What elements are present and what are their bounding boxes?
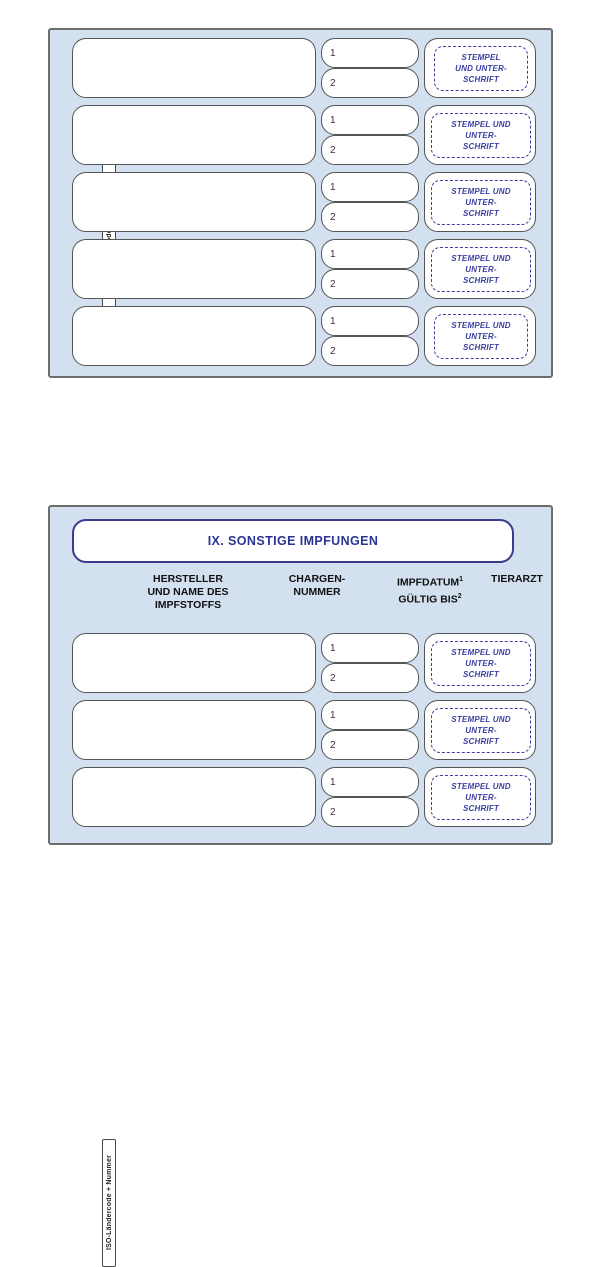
date-field-1[interactable]: 1: [321, 172, 419, 202]
header-line-1: TIERARZT: [491, 573, 543, 585]
date-field-2[interactable]: 2: [321, 68, 419, 98]
manufacturer-field[interactable]: [72, 239, 316, 299]
manufacturer-field[interactable]: [72, 767, 316, 827]
column-headers: HERSTELLER UND NAME DES IMPFSTOFFS CHARG…: [72, 573, 543, 625]
stamp-signature-placeholder: STEMPEL UND UNTER- SCHRIFT: [431, 708, 531, 753]
date-field-1[interactable]: 1: [321, 306, 419, 336]
header-text: IMPFDATUM: [396, 576, 460, 589]
column-header-vaccination-date: IMPFDATUM1 GÜLTIG BIS2: [360, 573, 500, 606]
stamp-signature-placeholder: STEMPEL UND UNTER- SCHRIFT: [434, 46, 528, 91]
stamp-line-2: UNTER-: [465, 726, 497, 735]
stamp-signature-placeholder: STEMPEL UND UNTER- SCHRIFT: [431, 113, 531, 158]
date-field-2[interactable]: 2: [321, 663, 419, 693]
stamp-line-1: STEMPEL UND: [451, 321, 511, 330]
column-header-batch-number: CHARGEN- NUMMER: [252, 573, 382, 599]
date-fields-group: 1 2: [321, 700, 419, 760]
date-field-1[interactable]: 1: [321, 105, 419, 135]
veterinarian-field[interactable]: STEMPEL UND UNTER- SCHRIFT: [424, 306, 536, 366]
date-field-2[interactable]: 2: [321, 202, 419, 232]
stamp-line-3: SCHRIFT: [462, 75, 500, 84]
date-fields-group: 1 2: [321, 306, 419, 366]
header-line-1: CHARGEN-: [288, 573, 346, 585]
stamp-line-3: SCHRIFT: [462, 670, 500, 679]
manufacturer-field[interactable]: [72, 306, 316, 366]
header-line-1: HERSTELLER: [152, 573, 223, 585]
date-field-2[interactable]: 2: [321, 797, 419, 827]
stamp-line-3: SCHRIFT: [462, 276, 500, 285]
stamp-line-2: UNTER-: [465, 659, 497, 668]
header-line-2: NUMMER: [293, 586, 341, 598]
stamp-signature-placeholder: STEMPEL UND UNTER- SCHRIFT: [434, 314, 528, 359]
date-fields-group: 1 2: [321, 105, 419, 165]
footnote-marker-1: 1: [459, 576, 464, 583]
date-field-2[interactable]: 2: [321, 730, 419, 760]
column-header-veterinarian: TIERARZT: [462, 573, 572, 586]
date-field-1[interactable]: 1: [321, 700, 419, 730]
veterinarian-field[interactable]: STEMPEL UND UNTER- SCHRIFT: [424, 38, 536, 98]
stamp-line-3: SCHRIFT: [462, 804, 500, 813]
stamp-line-3: SCHRIFT: [462, 343, 500, 352]
page-title: IX. SONSTIGE IMPFUNGEN: [207, 534, 379, 548]
manufacturer-field[interactable]: [72, 172, 316, 232]
header-line-1: IMPFDATUM1: [360, 573, 500, 590]
stamp-line-1: STEMPEL UND: [451, 254, 511, 263]
stamp-signature-placeholder: STEMPEL UND UNTER- SCHRIFT: [431, 775, 531, 820]
stamp-line-1: STEMPEL UND: [451, 648, 511, 657]
passport-page: ISO-Ländercode + Nummer 1 2 STEMPEL UND …: [48, 28, 553, 1267]
stamp-line-1: STEMPEL UND: [451, 715, 511, 724]
date-field-2[interactable]: 2: [321, 269, 419, 299]
veterinarian-field[interactable]: STEMPEL UND UNTER- SCHRIFT: [424, 239, 536, 299]
stamp-signature-placeholder: STEMPEL UND UNTER- SCHRIFT: [431, 247, 531, 292]
stamp-line-2: UNTER-: [465, 793, 497, 802]
header-line-2: UND NAME DES: [147, 586, 229, 598]
veterinarian-field[interactable]: STEMPEL UND UNTER- SCHRIFT: [424, 105, 536, 165]
manufacturer-field[interactable]: [72, 38, 316, 98]
date-field-2[interactable]: 2: [321, 135, 419, 165]
date-fields-group: 1 2: [321, 767, 419, 827]
column-header-manufacturer: HERSTELLER UND NAME DES IMPFSTOFFS: [108, 573, 268, 612]
iso-country-code-tab-bottom: ISO-Ländercode + Nummer: [102, 1139, 116, 1267]
stamp-line-1: STEMPEL UND: [451, 187, 511, 196]
veterinarian-field[interactable]: STEMPEL UND UNTER- SCHRIFT: [424, 172, 536, 232]
date-field-1[interactable]: 1: [321, 239, 419, 269]
stamp-line-3: SCHRIFT: [462, 142, 500, 151]
date-field-2[interactable]: 2: [321, 336, 419, 366]
date-fields-group: 1 2: [321, 38, 419, 98]
date-fields-group: 1 2: [321, 633, 419, 693]
manufacturer-field[interactable]: [72, 700, 316, 760]
stamp-line-1: STEMPEL UND: [451, 120, 511, 129]
stamp-line-2: UNTER-: [465, 265, 497, 274]
veterinarian-field[interactable]: STEMPEL UND UNTER- SCHRIFT: [424, 767, 536, 827]
stamp-line-2: UNTER-: [465, 332, 497, 341]
veterinarian-field[interactable]: STEMPEL UND UNTER- SCHRIFT: [424, 700, 536, 760]
date-fields-group: 1 2: [321, 172, 419, 232]
manufacturer-field[interactable]: [72, 105, 316, 165]
stamp-line-2: UNTER-: [465, 131, 497, 140]
veterinarian-field[interactable]: STEMPEL UND UNTER- SCHRIFT: [424, 633, 536, 693]
stamp-line-3: SCHRIFT: [462, 737, 500, 746]
stamp-line-1: STEMPEL: [461, 53, 501, 62]
date-fields-group: 1 2: [321, 239, 419, 299]
header-text: GÜLTIG BIS: [398, 593, 458, 605]
stamp-line-1: STEMPEL UND: [451, 782, 511, 791]
stamp-line-3: SCHRIFT: [462, 209, 500, 218]
header-line-3: IMPFSTOFFS: [154, 599, 222, 611]
stamp-line-2: UND UNTER-: [455, 64, 507, 73]
stamp-signature-placeholder: STEMPEL UND UNTER- SCHRIFT: [431, 180, 531, 225]
section-title-box: IX. SONSTIGE IMPFUNGEN: [72, 519, 514, 563]
manufacturer-field[interactable]: [72, 633, 316, 693]
header-line-2: GÜLTIG BIS2: [360, 590, 500, 607]
date-field-1[interactable]: 1: [321, 767, 419, 797]
vaccination-table-other-vaccinations: IX. SONSTIGE IMPFUNGEN HERSTELLER UND NA…: [48, 505, 553, 1267]
date-field-1[interactable]: 1: [321, 38, 419, 68]
stamp-line-2: UNTER-: [465, 198, 497, 207]
date-field-1[interactable]: 1: [321, 633, 419, 663]
stamp-signature-placeholder: STEMPEL UND UNTER- SCHRIFT: [431, 641, 531, 686]
footnote-marker-2: 2: [457, 592, 462, 600]
iso-country-code-label: ISO-Ländercode + Nummer: [105, 1155, 113, 1251]
vaccination-table-top: ISO-Ländercode + Nummer 1 2 STEMPEL UND …: [48, 28, 553, 378]
